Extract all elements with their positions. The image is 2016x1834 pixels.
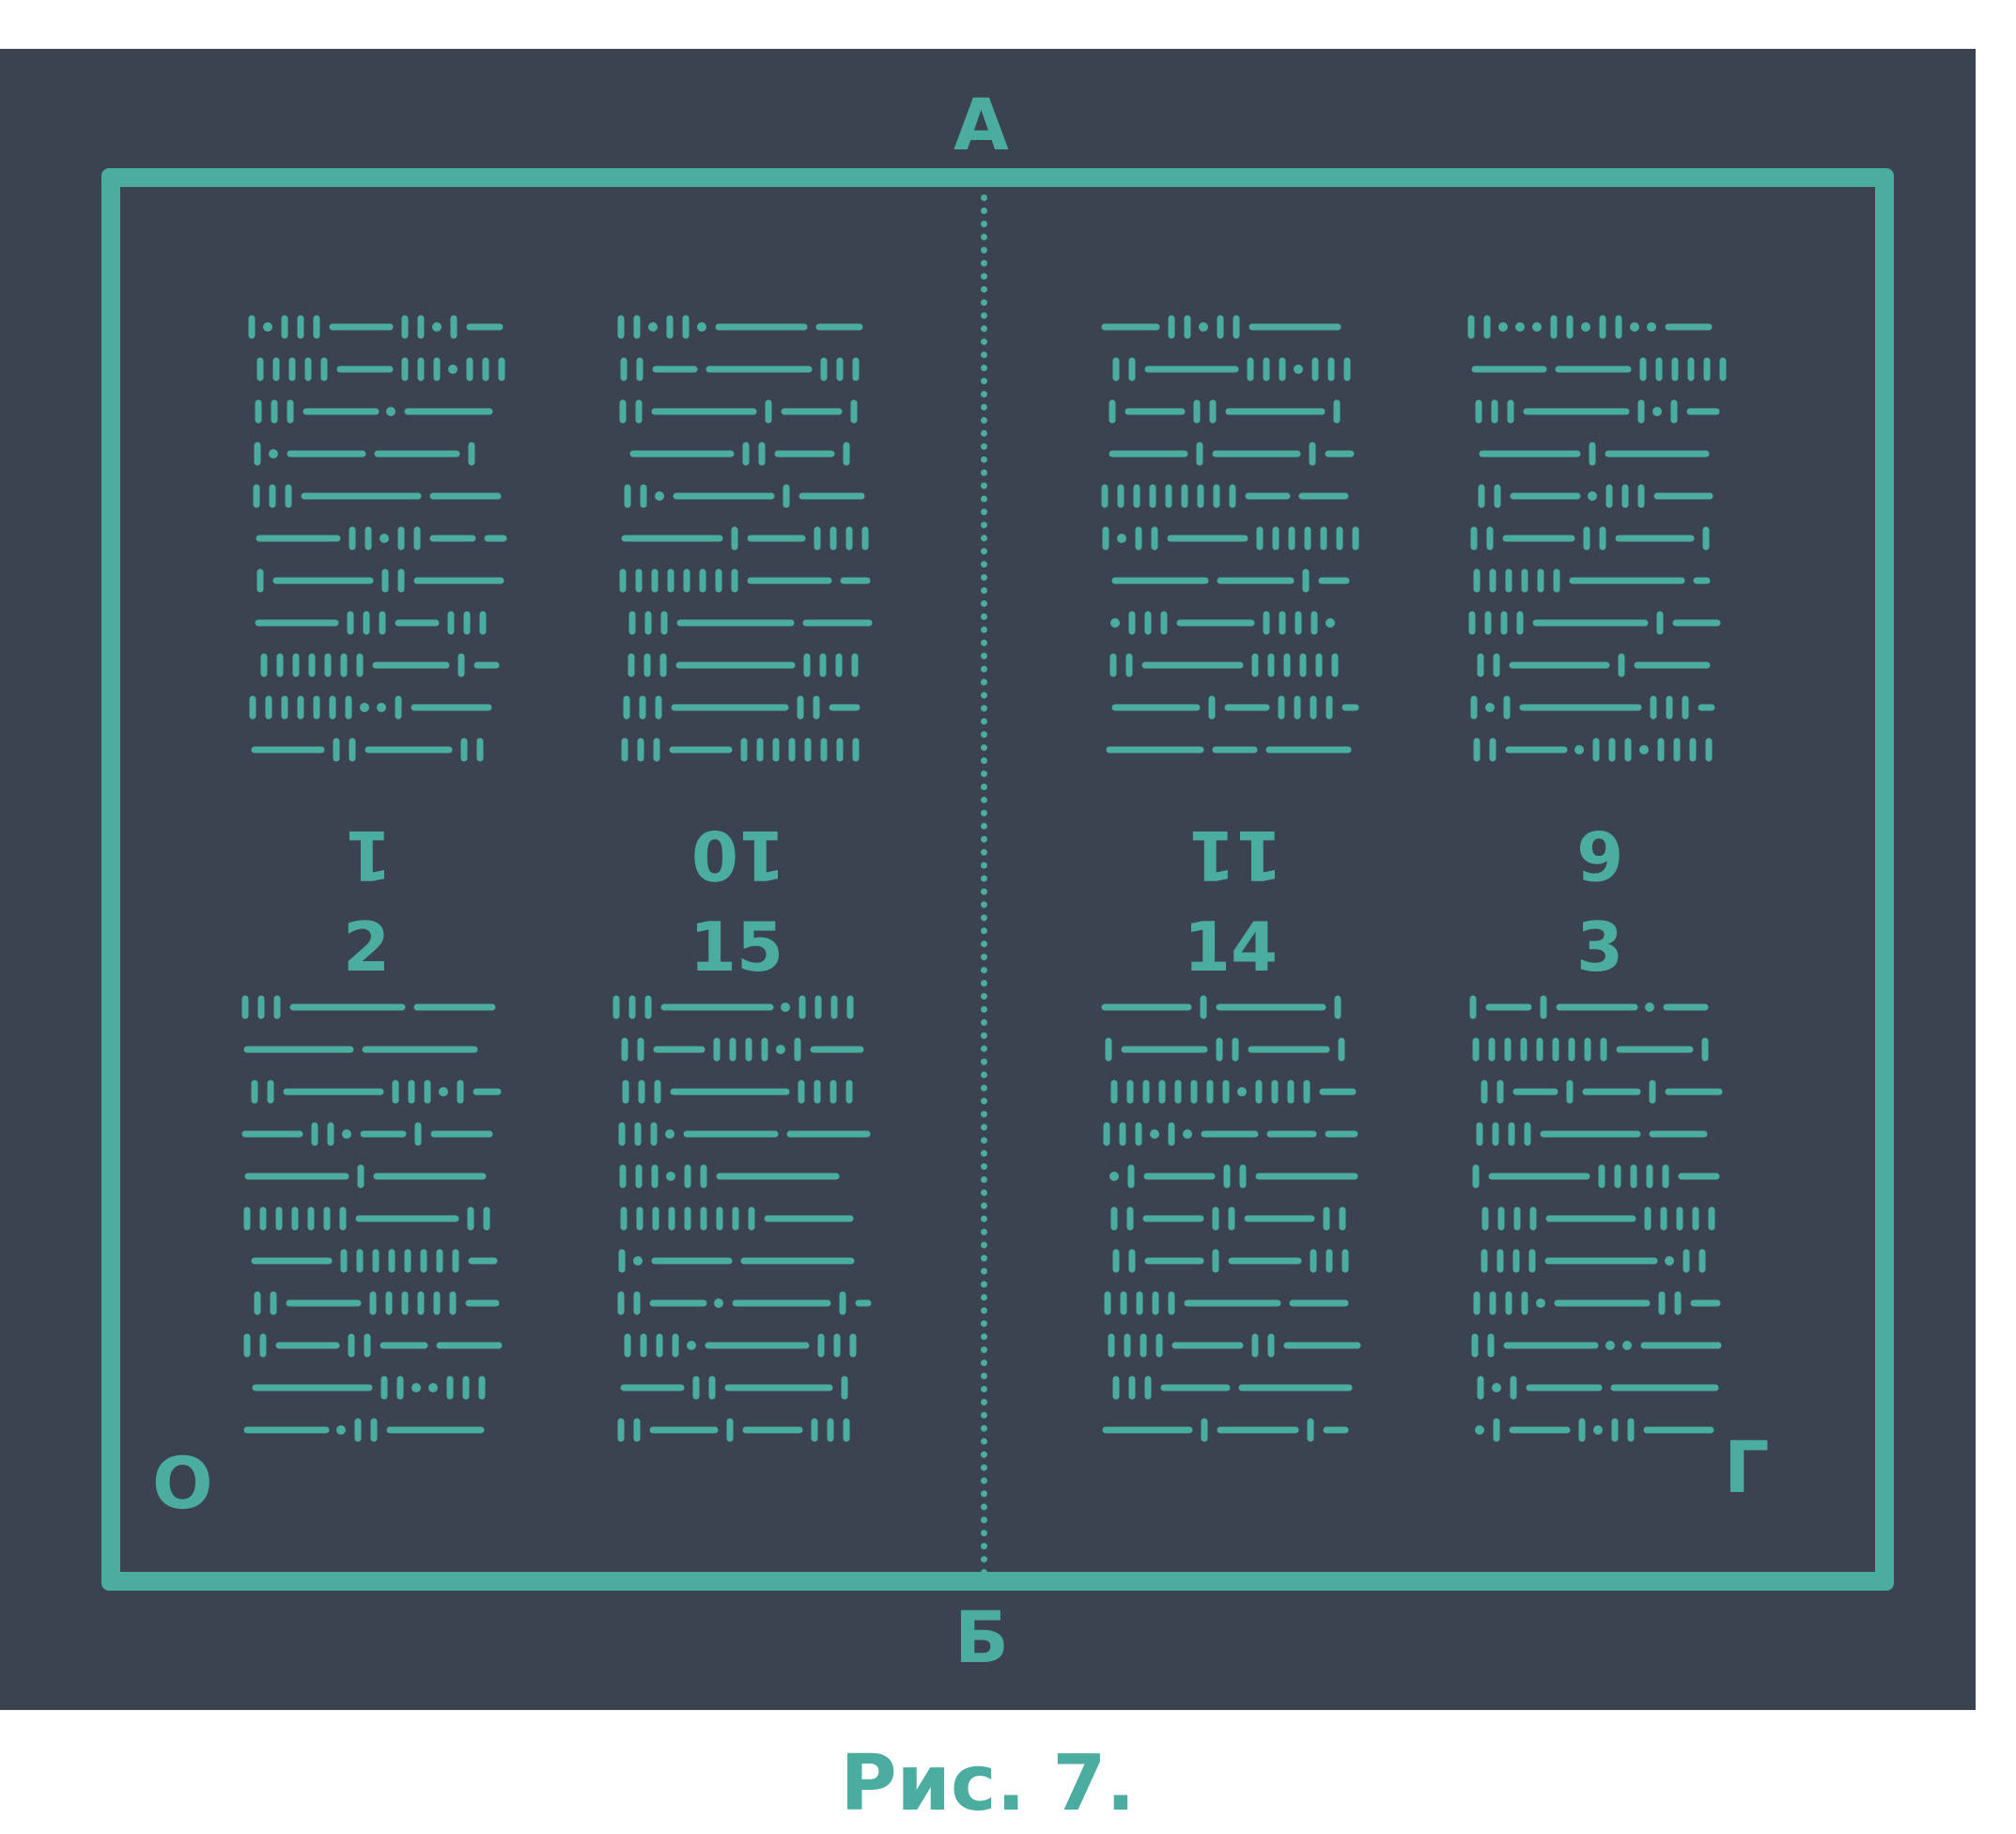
page-block-3 (1467, 990, 1732, 1502)
text-dot (269, 449, 278, 458)
edge-label-right: Г (1724, 1425, 1770, 1509)
text-dot (1639, 745, 1649, 754)
text-dot (1110, 618, 1120, 628)
page-block-15 (611, 990, 876, 1502)
text-dot (714, 1298, 723, 1308)
page-block-14 (1099, 990, 1364, 1502)
page-number-10: 10 (690, 816, 786, 894)
page-block-2 (240, 990, 504, 1502)
text-dot (633, 1256, 643, 1266)
text-dot (377, 703, 386, 712)
text-dot (448, 365, 457, 374)
text-dot (432, 322, 442, 332)
page-block-11 (1099, 310, 1364, 822)
page-number-11: 11 (1187, 816, 1283, 894)
text-dot (1492, 1383, 1501, 1392)
page-block-10 (615, 310, 880, 822)
page-number-6: 6 (1575, 816, 1624, 894)
text-dot (1593, 1425, 1603, 1435)
fold-line (981, 194, 987, 1590)
text-dot (1665, 1256, 1674, 1266)
text-dot (360, 703, 369, 712)
page-block-1 (246, 310, 511, 822)
text-dot (697, 322, 706, 332)
edge-label-bottom: Б (954, 1595, 1009, 1679)
text-dot (1475, 1425, 1484, 1435)
text-dot (665, 1129, 675, 1139)
text-dot (1237, 1087, 1247, 1096)
text-dot (1117, 534, 1126, 543)
text-dot (1574, 745, 1584, 754)
page-number-15: 15 (689, 908, 784, 987)
text-dot (342, 1129, 351, 1139)
text-dot (1294, 365, 1303, 374)
text-dot (1326, 618, 1335, 628)
text-dot (666, 1172, 675, 1181)
edge-label-left: О (152, 1441, 213, 1525)
page-number-2: 2 (342, 908, 391, 987)
text-dot (380, 534, 389, 543)
text-dot (687, 1341, 696, 1350)
text-dot (1652, 407, 1662, 416)
text-dot (776, 1045, 785, 1054)
text-dot (428, 1383, 438, 1392)
text-dot (1199, 322, 1208, 332)
edge-label-top: А (954, 83, 1009, 166)
text-dot (1645, 1002, 1654, 1012)
text-dot (1150, 1129, 1159, 1139)
text-dot (1109, 1172, 1119, 1181)
diagram-panel: А Б О Г 1 10 11 6 2 15 14 3 (0, 49, 1976, 1710)
text-dot (1605, 1341, 1615, 1350)
text-dot (781, 1002, 790, 1012)
page-number-3: 3 (1575, 908, 1624, 987)
text-dot (1581, 322, 1590, 332)
page-number-14: 14 (1183, 908, 1279, 987)
page-block-6 (1465, 310, 1730, 822)
text-dot (386, 407, 395, 416)
text-dot (1532, 322, 1542, 332)
text-dot (655, 491, 664, 501)
text-dot (1588, 491, 1597, 501)
text-dot (1622, 1341, 1632, 1350)
text-dot (1647, 322, 1656, 332)
sheet-outline (101, 168, 1894, 1591)
text-dot (1536, 1298, 1545, 1308)
text-dot (336, 1425, 346, 1435)
text-dot (263, 322, 272, 332)
text-dot (648, 322, 658, 332)
text-dot (1498, 322, 1508, 332)
figure-caption: Рис. 7. (840, 1739, 1136, 1828)
text-dot (1515, 322, 1525, 332)
text-dot (1630, 322, 1639, 332)
text-dot (411, 1383, 421, 1392)
text-dot (1183, 1129, 1192, 1139)
page-number-1: 1 (344, 816, 393, 894)
text-dot (439, 1087, 448, 1096)
text-dot (1485, 703, 1495, 712)
